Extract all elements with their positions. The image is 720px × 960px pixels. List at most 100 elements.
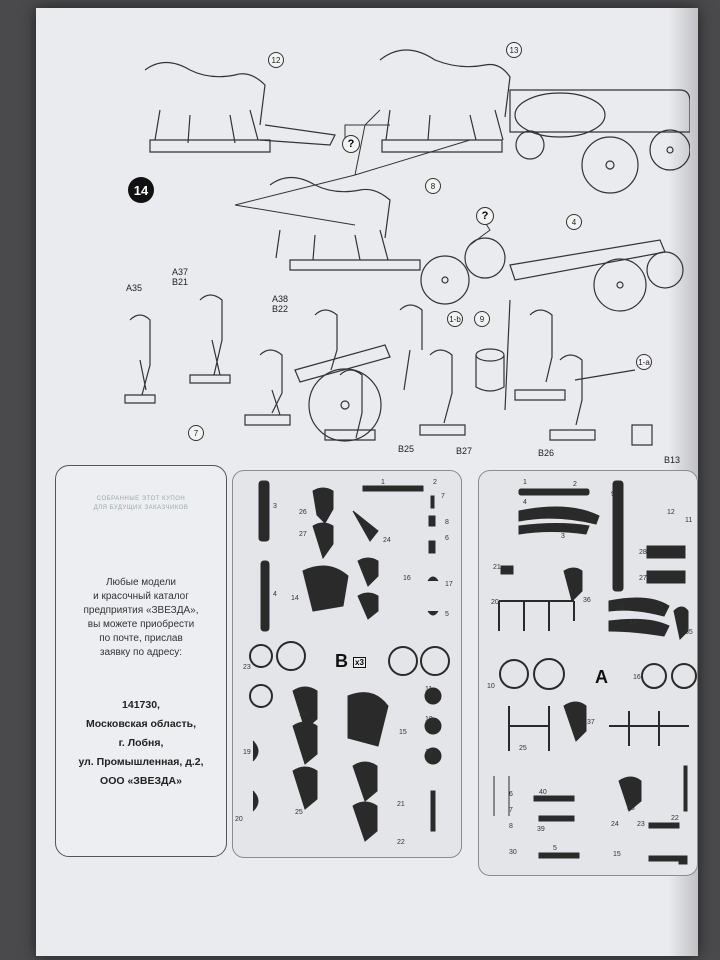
part-number: 23 [243, 664, 251, 671]
part-callout: 1-a [636, 354, 652, 370]
part-number: 20 [235, 816, 243, 823]
part-number: 21 [493, 564, 501, 571]
address-line: ООО «ЗВЕЗДА» [100, 775, 182, 787]
sprue-letter-b: B [335, 651, 348, 671]
part-number: 25 [519, 745, 527, 752]
figure-label: B27 [456, 446, 473, 456]
part-number: 9 [611, 491, 615, 498]
part-number: 7 [441, 493, 445, 500]
part-number: 18 [299, 711, 307, 718]
part-number: 15 [399, 729, 407, 736]
info-line: Любые модели [105, 577, 177, 588]
part-number: 22 [397, 839, 405, 846]
info-line: и красочный каталог [93, 591, 189, 602]
question-mark-icon: ? [342, 135, 360, 153]
figure-label: A38 [272, 294, 289, 304]
part-number: 6 [445, 535, 449, 542]
figure-label: B21 [172, 277, 189, 287]
sprue-b: B x3 3 26 1 2 7 27 24 6 8 14 16 4 17 5 2… [232, 470, 462, 858]
part-number: 40 [539, 789, 547, 796]
part-number: 7 [509, 807, 513, 814]
part-callout: 4 [566, 214, 582, 230]
part-number: 1 [381, 479, 385, 486]
part-number: 21 [397, 801, 405, 808]
part-number: 17 [445, 581, 453, 588]
order-info-paragraph: Любые модели и красочный каталог предпри… [56, 576, 226, 660]
part-number: 24 [611, 821, 619, 828]
coupon-faint-text: СОБРАННЫЕ ЭТОТ КУПОН [96, 496, 186, 502]
part-number: 2 [573, 481, 577, 488]
part-number: 16 [403, 575, 411, 582]
info-line: по почте, прислав [99, 633, 183, 644]
part-number: 14 [291, 595, 299, 602]
part-number: 35 [685, 629, 693, 636]
part-number: 37 [587, 719, 595, 726]
part-callout: 8 [425, 178, 441, 194]
sprue-letter-a: A [595, 667, 608, 687]
address-line: ул. Промышленная, д.2, [78, 756, 204, 768]
part-callout: 1-b [447, 311, 463, 327]
part-number: 10 [487, 683, 495, 690]
figure-label: A35 [126, 283, 143, 293]
address-line: Московская область, [85, 718, 197, 730]
figure-label: B13 [664, 455, 681, 465]
part-number: 15 [613, 851, 621, 858]
part-number: 6 [509, 791, 513, 798]
part-number: 3 [273, 503, 277, 510]
figure-label: B25 [398, 444, 415, 454]
part-number: 4 [523, 499, 527, 506]
part-number: 26 [299, 509, 307, 516]
mailing-address: 141730, Московская область, г. Лобня, ул… [56, 696, 226, 791]
part-callout: 13 [506, 42, 522, 58]
part-number: 28 [639, 549, 647, 556]
sprue-a: A 2 4 1 9 12 11 3 28 21 27 20 36 13 14 3… [478, 470, 698, 876]
part-number: 8 [509, 823, 513, 830]
part-number: 8 [445, 519, 449, 526]
part-number: 5 [553, 845, 557, 852]
part-number: 4 [273, 591, 277, 598]
part-number: 11 [685, 517, 693, 524]
part-number: 38 [627, 805, 635, 812]
part-number: 1 [523, 479, 527, 486]
part-number: 14 [629, 619, 637, 626]
part-callout: 7 [188, 425, 204, 441]
part-number: 19 [243, 749, 251, 756]
sprue-a-parts-drawing [493, 480, 697, 865]
figure-label: B26 [538, 448, 555, 458]
part-number: 3 [561, 533, 565, 540]
part-number: 16 [633, 674, 641, 681]
info-line: заявку по адресу: [99, 647, 183, 658]
part-callout: 9 [474, 311, 490, 327]
part-number: 24 [383, 537, 391, 544]
address-line: г. Лобня, [118, 737, 164, 749]
assembly-illustration [124, 49, 690, 446]
step-number-badge: 14 [128, 177, 154, 203]
part-number: 23 [637, 821, 645, 828]
part-number: 12 [425, 749, 433, 756]
info-line: предприятия «ЗВЕЗДА», [83, 605, 199, 616]
part-number: 11 [425, 686, 433, 693]
part-number: 20 [491, 599, 499, 606]
part-number: 2 [433, 479, 437, 486]
address-line: 141730, [122, 699, 160, 711]
part-number: 12 [667, 509, 675, 516]
part-number: 27 [639, 575, 647, 582]
sprue-multiplier: x3 [353, 657, 366, 668]
part-number: 22 [671, 815, 679, 822]
part-number: 30 [509, 849, 517, 856]
catalog-order-panel: СОБРАННЫЕ ЭТОТ КУПОН ДЛЯ БУДУЩИХ ЗАКАЗЧИ… [55, 465, 227, 857]
question-mark-icon: ? [476, 207, 494, 225]
figure-label: A37 [172, 267, 189, 277]
sprue-b-parts-drawing [249, 480, 450, 842]
part-callout: 12 [268, 52, 284, 68]
part-number: 27 [299, 531, 307, 538]
part-number: 13 [617, 605, 625, 612]
part-number: 5 [445, 611, 449, 618]
coupon-faint-text: ДЛЯ БУДУЩИХ ЗАКАЗЧИКОВ [93, 505, 189, 511]
figure-label: B22 [272, 304, 289, 314]
part-number: 10 [425, 716, 433, 723]
part-number: 25 [295, 809, 303, 816]
part-number: 39 [537, 826, 545, 833]
part-number: 36 [583, 597, 591, 604]
info-line: вы можете приобрести [87, 619, 195, 630]
